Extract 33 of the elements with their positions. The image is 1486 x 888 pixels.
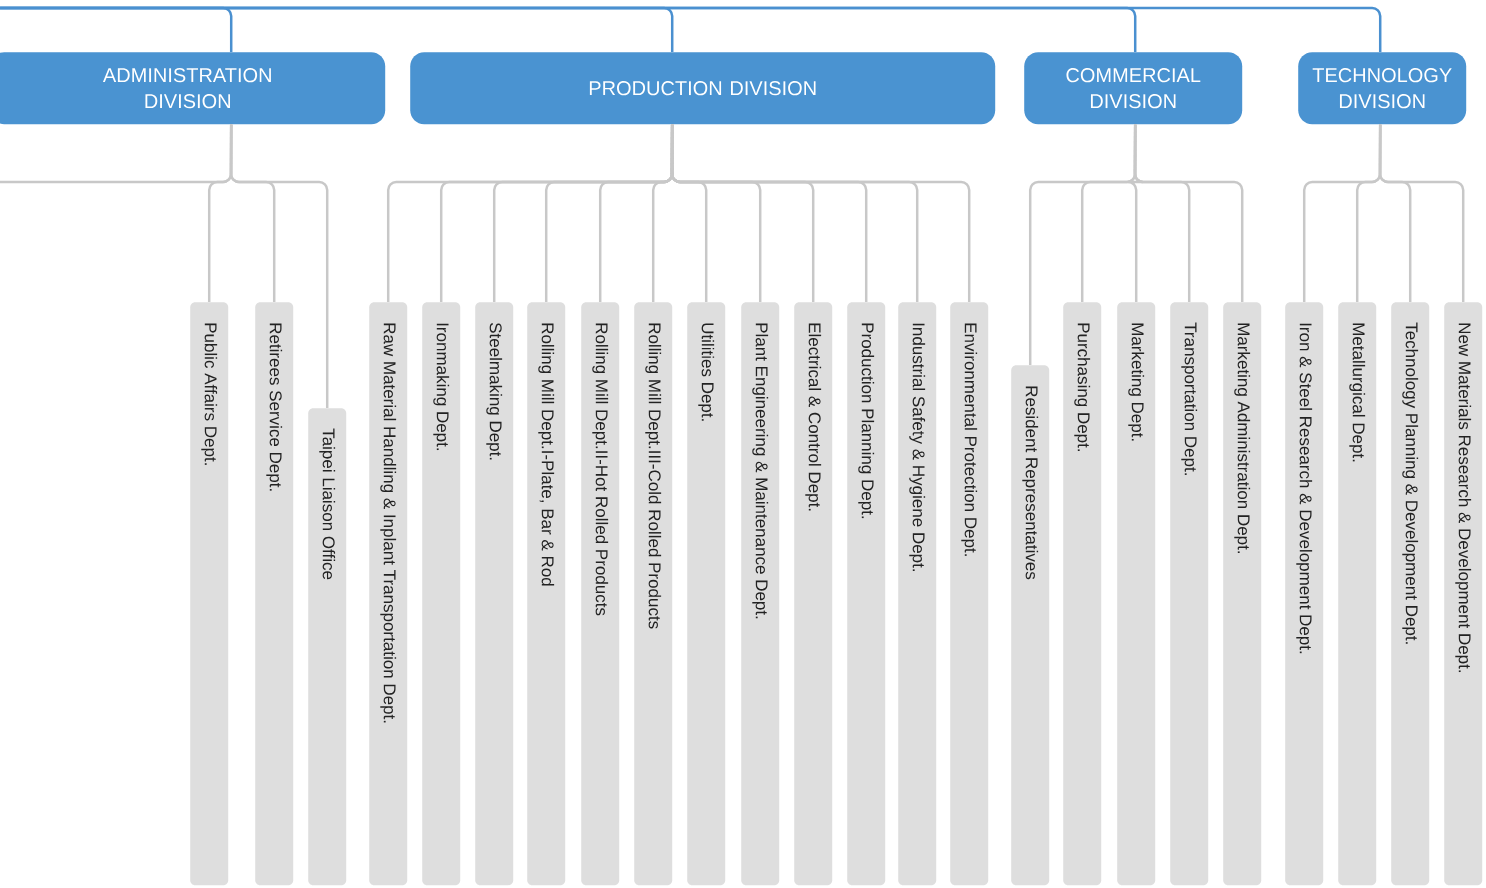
department-bar: Plant Engineering & Maintenance Dept. [741, 302, 780, 886]
division-box: PRODUCTION DIVISION [410, 52, 996, 125]
connector-line [229, 124, 329, 408]
division-box: ADMINISTRATION DIVISION [0, 52, 386, 125]
department-bar: Rolling Mill Dept.I-Plate, Bar & Rod [527, 302, 566, 886]
division-box: COMMERCIAL DIVISION [1024, 52, 1243, 125]
department-bar: Ironmaking Dept. [422, 302, 461, 886]
department-bar: Electrical & Control Dept. [794, 302, 833, 886]
connector-line [1378, 124, 1465, 302]
department-bar: Transportation Dept. [1170, 302, 1209, 886]
department-bar: Rolling Mill Dept.II-Hot Rolled Products [581, 302, 620, 886]
connector-line [1133, 124, 1244, 302]
department-bar: Production Planning Dept. [847, 302, 886, 886]
department-bar: Retirees Service Dept. [255, 302, 294, 886]
department-bar: Environmental Protection Dept. [950, 302, 989, 886]
department-bar: Marketing Dept. [1117, 302, 1156, 886]
division-box: TECHNOLOGY DIVISION [1298, 52, 1467, 125]
department-bar: Iron & Steel Research & Development Dept. [1285, 302, 1324, 886]
department-bar: Technology Planning & Development Dept. [1391, 302, 1430, 886]
department-bar: Marketing Administration Dept. [1223, 302, 1262, 886]
department-bar: Industrial Safety & Hygiene Dept. [898, 302, 937, 886]
department-bar: Steelmaking Dept. [475, 302, 514, 886]
department-bar: Purchasing Dept. [1063, 302, 1102, 886]
department-bar: Raw Material Handling & Inplant Transportation Dept. [369, 302, 408, 886]
department-bar: Metallurgical Dept. [1338, 302, 1377, 886]
connector-line [0, 6, 1382, 52]
department-bar: Public Affairs Dept. [190, 302, 229, 886]
department-bar: Utilities Dept. [687, 302, 726, 886]
department-bar: Taipei Liaison Office [308, 408, 347, 886]
department-bar: New Materials Research & Development Dept. [1444, 302, 1483, 886]
connector-line [670, 124, 971, 302]
department-bar: Resident Representatives [1011, 365, 1050, 886]
department-bar: Rolling Mill Dept.III-Cold Rolled Products [634, 302, 673, 886]
